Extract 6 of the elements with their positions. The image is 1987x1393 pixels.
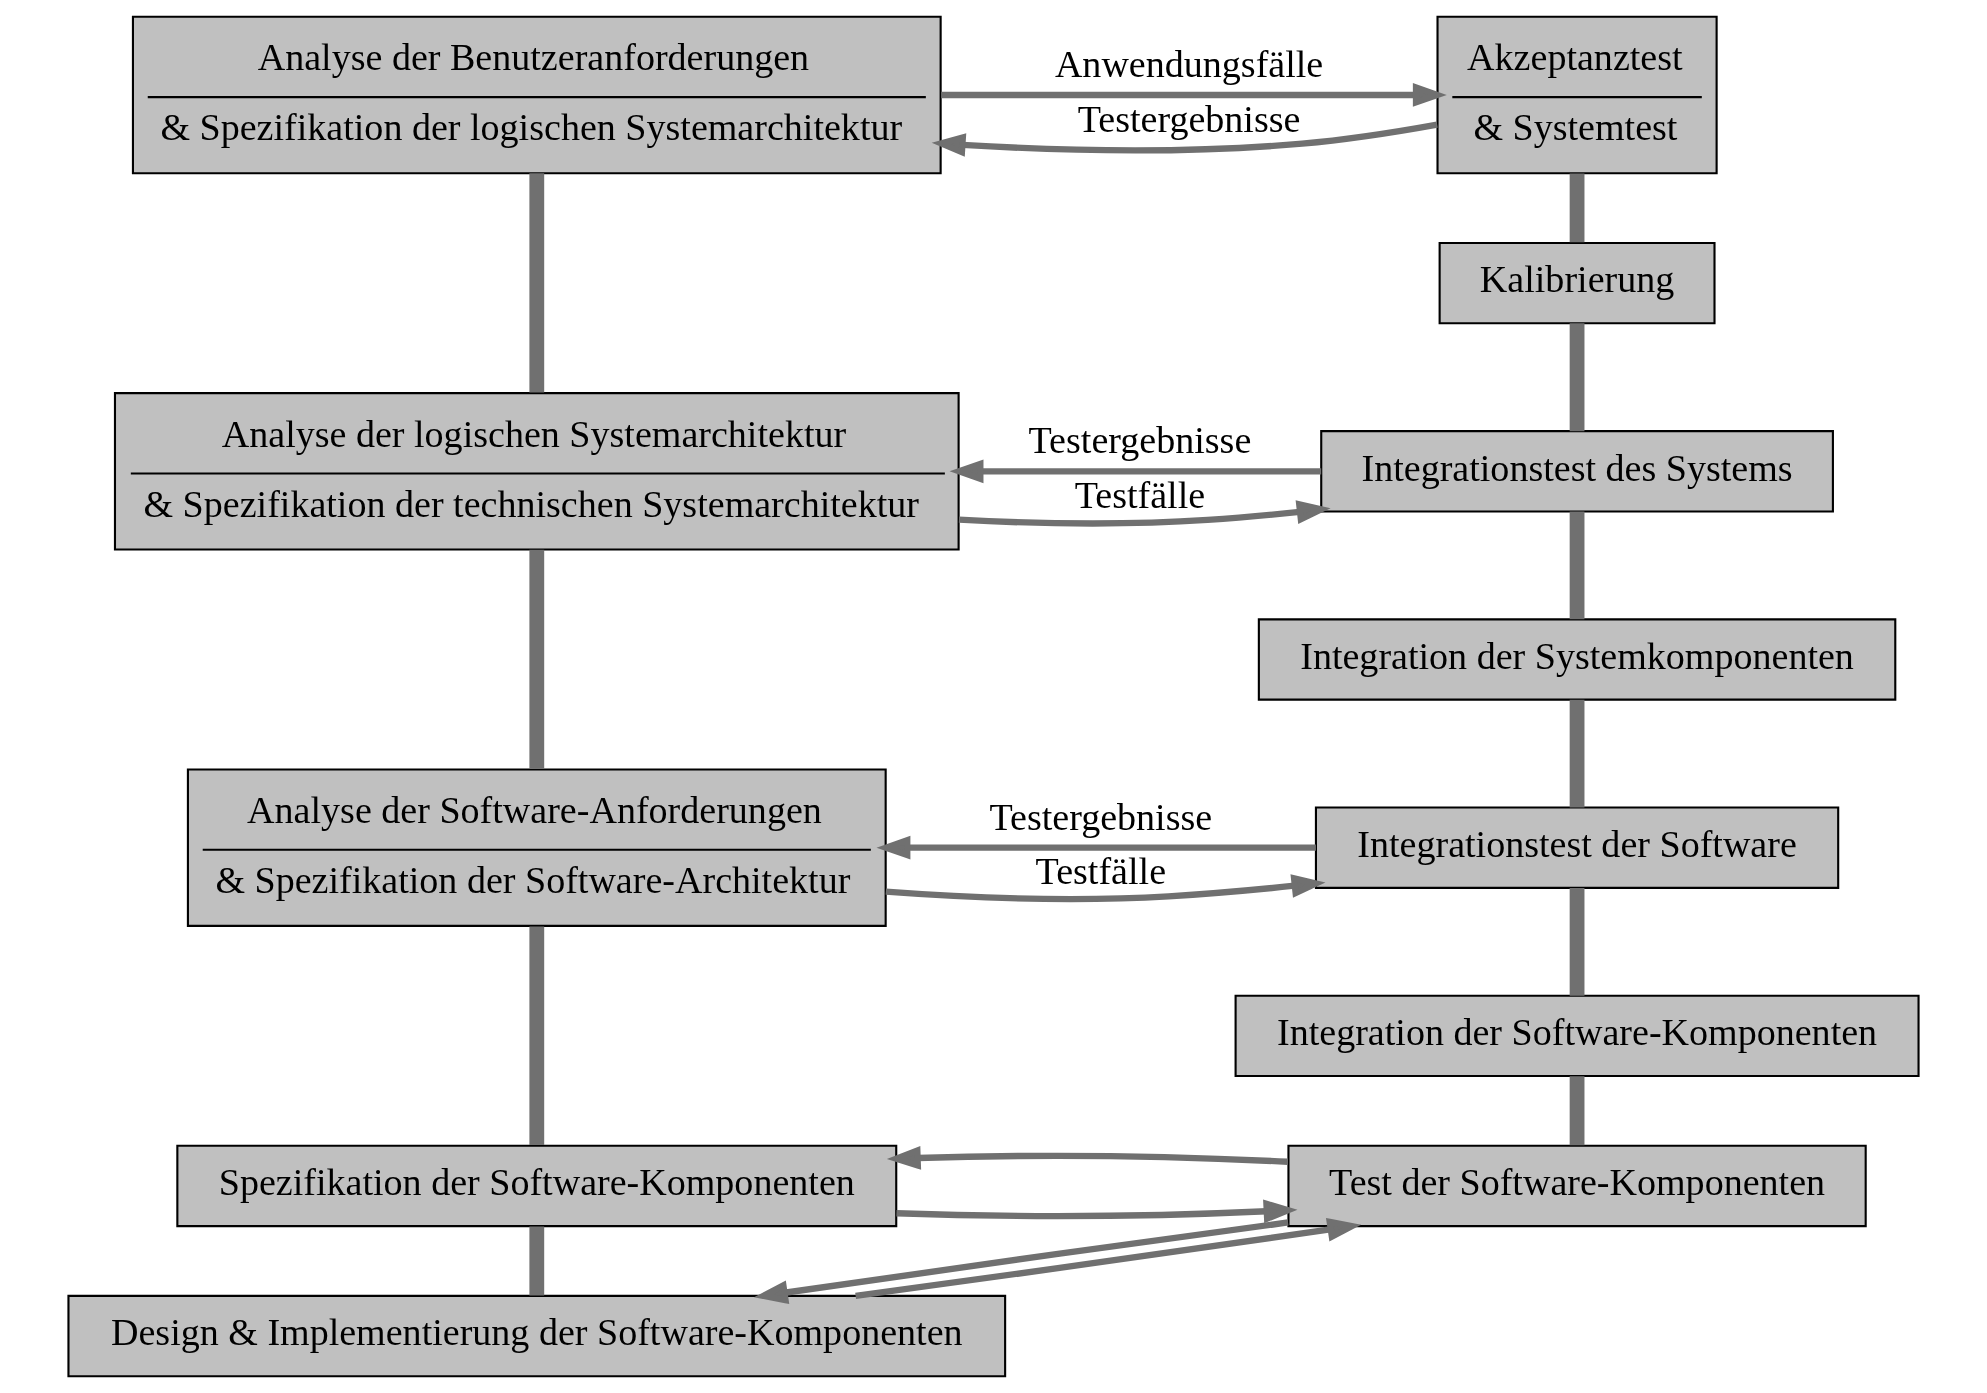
- edge-label: Testfälle: [1074, 474, 1206, 517]
- edge-label: Testergebnisse: [1077, 97, 1301, 140]
- edge-label: Testergebnisse: [1028, 419, 1252, 462]
- edge-label: Anwendungsfälle: [1054, 42, 1324, 85]
- edge-label: Testfälle: [1035, 850, 1167, 893]
- edge-label: Testergebnisse: [989, 795, 1213, 838]
